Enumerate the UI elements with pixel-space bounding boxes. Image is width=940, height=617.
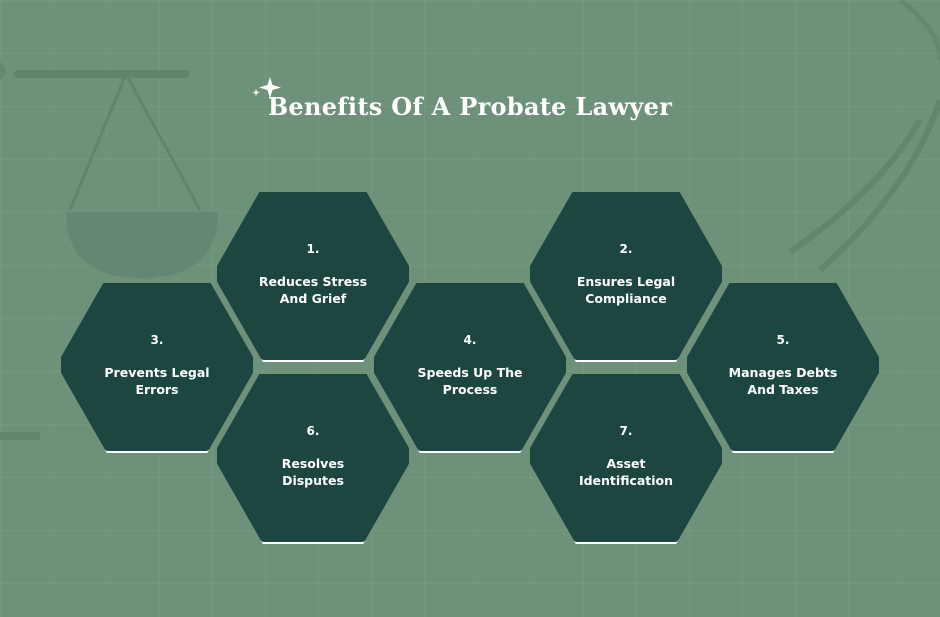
hexagon-fill <box>374 283 566 451</box>
hexagon-shape <box>374 283 566 453</box>
benefit-label: Speeds Up The Process <box>417 364 523 397</box>
hexagon-fill <box>217 192 409 360</box>
benefit-text: 2. Ensures Legal Compliance <box>530 192 722 356</box>
benefit-label: Resolves Disputes <box>281 455 345 488</box>
benefit-label: Prevents Legal Errors <box>104 364 210 397</box>
benefit-hexagon-3: 3. Prevents Legal Errors <box>61 283 253 453</box>
benefit-text: 7. Asset Identification <box>530 374 722 538</box>
benefit-text: 5. Manages Debts And Taxes <box>687 283 879 447</box>
benefit-number: 5. <box>776 332 790 347</box>
benefit-hexagon-4: 4. Speeds Up The Process <box>374 283 566 453</box>
benefit-text: 1. Reduces Stress And Grief <box>217 192 409 356</box>
benefit-number: 1. <box>306 241 320 256</box>
hexagon-shape <box>687 283 879 453</box>
benefit-number: 6. <box>306 423 320 438</box>
benefit-number: 4. <box>463 332 477 347</box>
sparkle-icon <box>252 77 281 98</box>
hexagon-shape <box>530 192 722 362</box>
benefit-number: 7. <box>619 423 633 438</box>
hexagon-shape <box>530 374 722 544</box>
hexagon-fill <box>687 283 879 451</box>
hexagon-fill <box>61 283 253 451</box>
benefit-label: Asset Identification <box>578 455 674 488</box>
hexagon-shape <box>217 374 409 544</box>
benefit-text: 3. Prevents Legal Errors <box>61 283 253 447</box>
benefit-hexagon-6: 6. Resolves Disputes <box>217 374 409 544</box>
hexagon-shape <box>217 192 409 362</box>
benefit-hexagon-5: 5. Manages Debts And Taxes <box>687 283 879 453</box>
hexagon-fill <box>217 374 409 542</box>
benefit-label: Reduces Stress And Grief <box>258 273 368 306</box>
benefit-label: Manages Debts And Taxes <box>728 364 838 397</box>
hexagon-shape <box>61 283 253 453</box>
title-container: Benefits Of A Probate Lawyer <box>0 92 940 121</box>
benefit-number: 3. <box>150 332 164 347</box>
benefit-number: 2. <box>619 241 633 256</box>
benefit-text: 4. Speeds Up The Process <box>374 283 566 447</box>
hexagon-fill <box>530 374 722 542</box>
hexagon-fill <box>530 192 722 360</box>
benefit-text: 6. Resolves Disputes <box>217 374 409 538</box>
benefit-hexagon-7: 7. Asset Identification <box>530 374 722 544</box>
benefit-hexagon-2: 2. Ensures Legal Compliance <box>530 192 722 362</box>
page-title: Benefits Of A Probate Lawyer <box>267 92 673 121</box>
benefit-hexagon-1: 1. Reduces Stress And Grief <box>217 192 409 362</box>
benefit-label: Ensures Legal Compliance <box>576 273 676 306</box>
